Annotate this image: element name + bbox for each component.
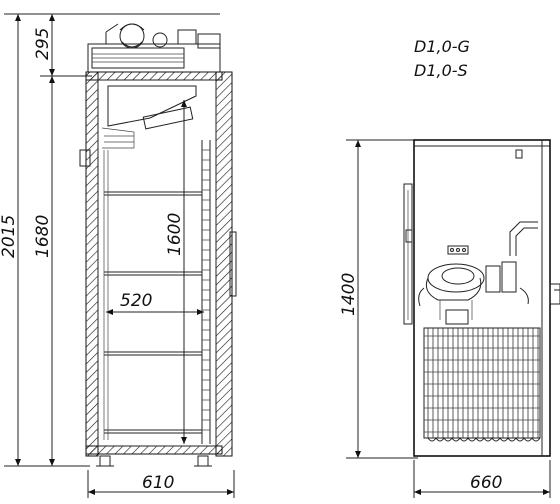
evaporator bbox=[101, 85, 197, 149]
dim-label-interior-height: 1600 bbox=[165, 213, 185, 256]
front-view: 2015 1680 295 bbox=[0, 13, 237, 498]
dim-side-height: 1400 bbox=[339, 139, 418, 459]
dim-label-side-depth: 660 bbox=[470, 473, 502, 493]
model-label-s: D1,0-S bbox=[414, 61, 468, 80]
dim-width: 610 bbox=[87, 470, 235, 498]
top-refrigeration-unit bbox=[87, 23, 221, 73]
dim-label-unit-height: 295 bbox=[33, 28, 53, 60]
dim-label-overall-height: 2015 bbox=[0, 215, 19, 258]
dim-interior-depth: 520 bbox=[106, 291, 204, 315]
dim-side-depth: 660 bbox=[413, 460, 551, 498]
condenser-coil bbox=[423, 327, 541, 442]
side-controls bbox=[447, 221, 538, 256]
model-label-g: D1,0-G bbox=[414, 37, 470, 56]
cabinet-feet bbox=[96, 455, 212, 467]
door-profile bbox=[403, 183, 413, 325]
door-glass-rail bbox=[201, 140, 211, 444]
top-grille bbox=[92, 53, 184, 63]
cabinet-section bbox=[79, 71, 237, 457]
dim-unit-height: 295 bbox=[33, 14, 55, 76]
compressor bbox=[418, 261, 529, 325]
model-labels: D1,0-G D1,0-S bbox=[414, 37, 470, 80]
dim-label-interior-depth: 520 bbox=[120, 291, 152, 311]
dim-label-side-height: 1400 bbox=[339, 273, 359, 316]
dim-interior-height: 1600 bbox=[165, 100, 187, 444]
door-handle bbox=[229, 231, 237, 297]
dim-label-width: 610 bbox=[142, 473, 174, 493]
side-view: 1400 bbox=[339, 139, 560, 498]
dim-cabinet-height: 1680 bbox=[33, 75, 92, 466]
dim-overall-height: 2015 bbox=[0, 13, 220, 467]
dim-label-cabinet-height: 1680 bbox=[33, 215, 53, 258]
